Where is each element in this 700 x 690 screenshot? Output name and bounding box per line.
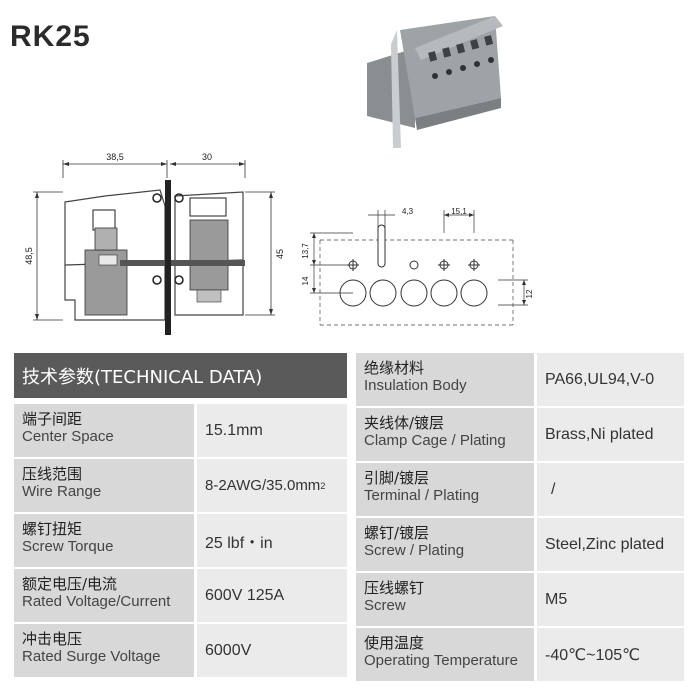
label-zh: 引脚/镀层 (364, 469, 430, 487)
label-en: Center Space (22, 428, 114, 445)
dim-width-left: 38,5 (106, 152, 124, 162)
row-value: M5 (537, 573, 684, 626)
label-en: Rated Voltage/Current (22, 593, 171, 610)
row-value: -40℃~105℃ (537, 628, 684, 681)
label-zh: 螺钉/镀层 (364, 524, 430, 542)
row-value: Brass,Ni plated (537, 408, 684, 461)
table-row: 螺钉扭矩 Screw Torque 25 lbf・in (14, 514, 347, 567)
row-value: / (537, 463, 684, 516)
terminal-block-photo-icon (367, 16, 503, 148)
row-label: 端子间距 Center Space (14, 404, 194, 457)
table-row: 绝缘材料 Insulation Body PA66,UL94,V-0 (356, 353, 684, 406)
row-value: 25 lbf・in (197, 514, 347, 567)
pin-layout-drawing: 4,3 15,1 13,7 14 12 (298, 205, 538, 335)
label-zh: 使用温度 (364, 634, 425, 652)
label-en: Insulation Body (364, 377, 467, 394)
table-row: 冲击电压 Rated Surge Voltage 6000V (14, 624, 347, 677)
label-en: Operating Temperature (364, 652, 518, 669)
row-label: 使用温度 Operating Temperature (356, 628, 534, 681)
table-row: 引脚/镀层 Terminal / Plating / (356, 463, 684, 516)
side-view-drawing: 38,5 30 48,5 45 (24, 150, 290, 345)
row-label: 螺钉扭矩 Screw Torque (14, 514, 194, 567)
row-label: 螺钉/镀层 Screw / Plating (356, 518, 534, 571)
row-label: 冲击电压 Rated Surge Voltage (14, 624, 194, 677)
table-row: 螺钉/镀层 Screw / Plating Steel,Zinc plated (356, 518, 684, 571)
dim-height-left: 48,5 (25, 247, 34, 265)
table-row: 夹线体/镀层 Clamp Cage / Plating Brass,Ni pla… (356, 408, 684, 461)
row-label: 额定电压/电流 Rated Voltage/Current (14, 569, 194, 622)
label-en: Rated Surge Voltage (22, 648, 161, 665)
table-row: 额定电压/电流 Rated Voltage/Current 600V 125A (14, 569, 347, 622)
dim-width-right: 30 (202, 152, 212, 162)
row-label: 夹线体/镀层 Clamp Cage / Plating (356, 408, 534, 461)
dim-top: 13,7 (301, 243, 310, 259)
page-title: RK25 (10, 20, 91, 53)
row-label: 引脚/镀层 Terminal / Plating (356, 463, 534, 516)
label-zh: 冲击电压 (22, 630, 83, 648)
label-en: Screw (364, 597, 406, 614)
label-zh: 额定电压/电流 (22, 575, 118, 593)
row-label: 压线螺钉 Screw (356, 573, 534, 626)
dim-pitch: 15,1 (451, 207, 467, 216)
label-en: Clamp Cage / Plating (364, 432, 506, 449)
label-zh: 端子间距 (22, 410, 83, 428)
label-zh: 绝缘材料 (364, 359, 425, 377)
row-label: 压线范围 Wire Range (14, 459, 194, 512)
row-value: 15.1mm (197, 404, 347, 457)
row-value: Steel,Zinc plated (537, 518, 684, 571)
dim-mid: 14 (301, 276, 310, 285)
label-zh: 螺钉扭矩 (22, 520, 83, 538)
row-label: 绝缘材料 Insulation Body (356, 353, 534, 406)
label-en: Screw / Plating (364, 542, 465, 559)
label-zh: 夹线体/镀层 (364, 414, 445, 432)
row-value: 6000V (197, 624, 347, 677)
row-value: PA66,UL94,V-0 (537, 353, 684, 406)
table-header: 技术参数(TECHNICAL DATA) (14, 353, 347, 398)
table-row: 压线螺钉 Screw M5 (356, 573, 684, 626)
spec-table: 技术参数(TECHNICAL DATA) 端子间距 Center Space 1… (14, 353, 684, 688)
label-en: Screw Torque (22, 538, 114, 555)
table-row: 端子间距 Center Space 15.1mm (14, 404, 347, 457)
label-zh: 压线范围 (22, 465, 83, 483)
dim-right: 12 (525, 289, 534, 298)
label-zh: 压线螺钉 (364, 579, 425, 597)
table-row: 使用温度 Operating Temperature -40℃~105℃ (356, 628, 684, 681)
row-value: 600V 125A (197, 569, 347, 622)
label-en: Wire Range (22, 483, 102, 500)
dim-height-right: 45 (275, 249, 285, 259)
dim-hole-width: 4,3 (402, 207, 414, 216)
label-en: Terminal / Plating (364, 487, 480, 504)
